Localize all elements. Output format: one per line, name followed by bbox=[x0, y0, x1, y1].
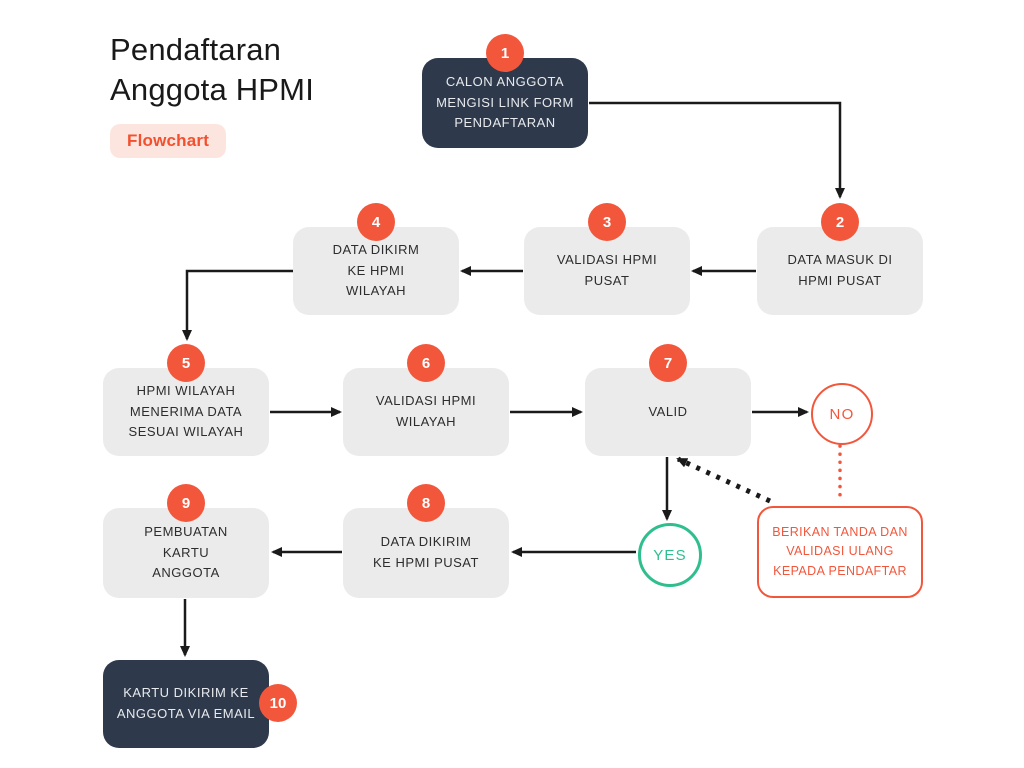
flow-node-1-label: CALON ANGGOTA MENGISI LINK FORM PENDAFTA… bbox=[436, 73, 574, 131]
arrow-step4-to-step5 bbox=[182, 269, 293, 341]
step-number-8: 8 bbox=[407, 484, 445, 522]
flow-node-6-label: VALIDASI HPMI WILAYAH bbox=[375, 393, 477, 429]
flow-node-5-label: HPMI WILAYAH MENERIMA DATA SESUAI WILAYA… bbox=[128, 382, 244, 440]
step-number-7: 7 bbox=[649, 344, 687, 382]
flow-node-5: 5 HPMI WILAYAH MENERIMA DATA SESUAI WILA… bbox=[103, 344, 269, 456]
flow-node-4-label: DATA DIKIRM KE HPMI WILAYAH bbox=[332, 241, 420, 299]
decision-no: NO bbox=[811, 383, 873, 445]
step-number-9: 9 bbox=[167, 484, 205, 522]
flow-node-1: 1 CALON ANGGOTA MENGISI LINK FORM PENDAF… bbox=[422, 34, 588, 148]
flow-node-2: 2 DATA MASUK DI HPMI PUSAT bbox=[757, 203, 923, 315]
flow-node-6: 6 VALIDASI HPMI WILAYAH bbox=[343, 344, 509, 456]
flow-node-8-label: DATA DIKIRIM KE HPMI PUSAT bbox=[373, 534, 479, 570]
flow-node-7-label: VALID bbox=[648, 403, 688, 419]
page-title: Pendaftaran Anggota HPMI bbox=[110, 32, 315, 107]
flow-node-4: 4 DATA DIKIRM KE HPMI WILAYAH bbox=[293, 203, 459, 315]
decision-yes: YES bbox=[638, 523, 702, 587]
flow-node-3: 3 VALIDASI HPMI PUSAT bbox=[524, 203, 690, 315]
flow-node-3-label: VALIDASI HPMI PUSAT bbox=[556, 252, 658, 288]
flow-node-9-label: PEMBUATAN KARTU ANGGOTA bbox=[144, 523, 228, 581]
step-number-5: 5 bbox=[167, 344, 205, 382]
flow-node-9: 9 PEMBUATAN KARTU ANGGOTA bbox=[103, 484, 269, 598]
step-number-6: 6 bbox=[407, 344, 445, 382]
flow-node-8: 8 DATA DIKIRIM KE HPMI PUSAT bbox=[343, 484, 509, 598]
flow-node-10: 10 KARTU DIKIRIM KE ANGGOTA VIA EMAIL bbox=[103, 660, 297, 748]
flow-node-10-label: KARTU DIKIRIM KE ANGGOTA VIA EMAIL bbox=[116, 685, 256, 721]
flowchart-badge: Flowchart bbox=[110, 124, 227, 158]
flow-node-7: 7 VALID bbox=[585, 344, 751, 456]
arrow-step1-to-step2 bbox=[589, 101, 845, 199]
dotted-arrow-callout-to-step7 bbox=[676, 456, 772, 504]
step-number-1: 1 bbox=[486, 34, 524, 72]
flow-node-2-label: DATA MASUK DI HPMI PUSAT bbox=[787, 252, 893, 288]
step-number-4: 4 bbox=[357, 203, 395, 241]
revalidation-callout: BERIKAN TANDA DAN VALIDASI ULANG KEPADA … bbox=[757, 506, 923, 598]
step-number-2: 2 bbox=[821, 203, 859, 241]
step-number-3: 3 bbox=[588, 203, 626, 241]
step-number-10: 10 bbox=[259, 684, 297, 722]
